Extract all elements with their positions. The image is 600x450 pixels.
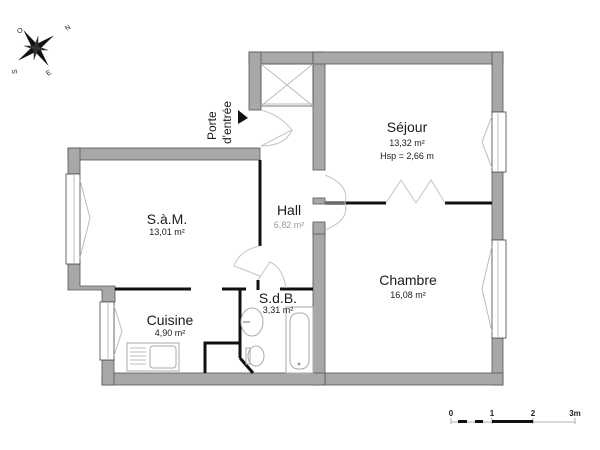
- hall-double-door[interactable]: [324, 174, 347, 231]
- chambre-name: Chambre: [379, 272, 437, 288]
- sdb-area: 3,31 m²: [263, 305, 294, 315]
- cuisine-area: 4,90 m²: [155, 328, 186, 338]
- entrance-arrow-icon: [238, 110, 248, 124]
- sejour-height: Hsp = 2,66 m: [380, 151, 434, 161]
- doors[interactable]: [233, 109, 446, 289]
- sejour-double-door[interactable]: [385, 179, 446, 204]
- partitions: [115, 160, 492, 374]
- fixtures: [126, 306, 314, 374]
- hall-wall-stub: [312, 221, 326, 235]
- chambre-area: 16,08 m²: [390, 290, 426, 300]
- entrance-label: Porte d'entrée: [205, 101, 248, 144]
- scale-tick-0: 0: [449, 409, 454, 418]
- cuisine-name: Cuisine: [147, 312, 194, 328]
- room-sejour: Séjour 13,32 m² Hsp = 2,66 m: [380, 119, 434, 161]
- room-cuisine: Cuisine 4,90 m²: [147, 312, 194, 338]
- scale-tick-1: 1: [490, 409, 495, 418]
- storage-closet: [260, 63, 314, 107]
- sejour-area: 13,32 m²: [389, 138, 425, 148]
- cuisine-window[interactable]: [99, 301, 123, 361]
- compass-west-label: O: [16, 26, 25, 35]
- sejour-window[interactable]: [481, 111, 507, 173]
- hall-area: 6,82 m²: [274, 220, 305, 230]
- hall-name: Hall: [277, 202, 301, 218]
- compass-rose-icon: N O S E: [12, 24, 72, 78]
- entrance-label-line1: Porte: [205, 111, 219, 140]
- chambre-window[interactable]: [481, 239, 507, 339]
- room-chambre: Chambre 16,08 m²: [379, 272, 437, 300]
- compass-south-label: S: [12, 69, 19, 74]
- sam-door[interactable]: [233, 245, 261, 277]
- washbasin-icon: [240, 307, 264, 337]
- sejour-name: Séjour: [387, 119, 428, 135]
- sdb-name: S.d.B.: [259, 290, 297, 306]
- hall-door-jamb: [312, 197, 326, 205]
- scale-bar: 0 1 2 3m: [449, 409, 581, 424]
- scale-tick-3: 3m: [569, 409, 581, 418]
- sam-window[interactable]: [65, 173, 91, 265]
- entrance-label-line2: d'entrée: [220, 101, 234, 144]
- bathtub-icon: [285, 306, 314, 374]
- sam-name: S.à.M.: [147, 211, 187, 227]
- toilet-icon: [245, 345, 265, 367]
- kitchen-sink-icon: [126, 342, 180, 372]
- compass-east-label: E: [45, 69, 53, 78]
- sdb-door[interactable]: [257, 261, 287, 289]
- entrance-door[interactable]: [260, 109, 293, 147]
- room-sdb: S.d.B. 3,31 m²: [259, 290, 297, 315]
- windows[interactable]: [65, 111, 507, 361]
- compass-north-label: N: [64, 24, 72, 33]
- room-sam: S.à.M. 13,01 m²: [147, 211, 187, 237]
- sam-area: 13,01 m²: [149, 227, 185, 237]
- room-hall: Hall 6,82 m²: [274, 202, 305, 230]
- scale-tick-2: 2: [531, 409, 536, 418]
